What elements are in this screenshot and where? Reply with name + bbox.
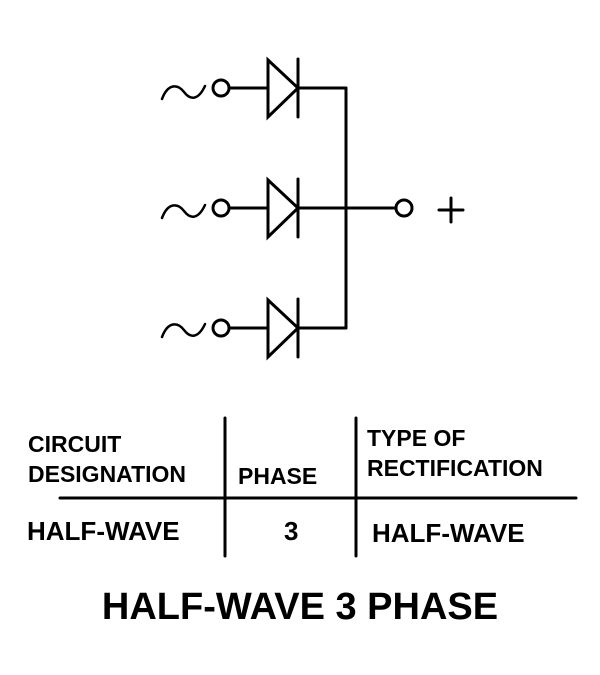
header-type-of-rectification: TYPE OF RECTIFICATION: [367, 423, 543, 483]
ac-source-tilde-icon: [160, 203, 207, 220]
ac-source-tilde-icon: [160, 84, 207, 101]
output-terminal: [394, 198, 414, 218]
input-terminal: [211, 78, 231, 98]
input-branch-2: [160, 176, 398, 241]
diode-icon: [266, 56, 301, 121]
value-circuit: HALF-WAVE: [27, 516, 180, 546]
diode-icon: [266, 296, 301, 361]
header-circuit-line2: DESIGNATION: [28, 461, 187, 487]
value-phase: 3: [284, 516, 299, 546]
input-terminal: [211, 198, 231, 218]
diagram-title: HALF-WAVE 3 PHASE: [101, 586, 499, 628]
value-type: HALF-WAVE: [372, 518, 525, 548]
input-branch-3: [160, 296, 348, 361]
plus-icon: [437, 196, 465, 224]
input-terminal: [211, 318, 231, 338]
diode-icon: [266, 176, 301, 241]
header-phase: PHASE: [238, 463, 318, 489]
header-type-line2: RECTIFICATION: [367, 455, 543, 481]
header-type-line1: TYPE OF: [367, 425, 466, 451]
input-branch-1: [160, 56, 348, 121]
ac-source-tilde-icon: [160, 322, 207, 339]
header-circuit-line1: CIRCUIT: [28, 431, 122, 457]
header-circuit-designation: CIRCUIT DESIGNATION: [28, 429, 186, 489]
